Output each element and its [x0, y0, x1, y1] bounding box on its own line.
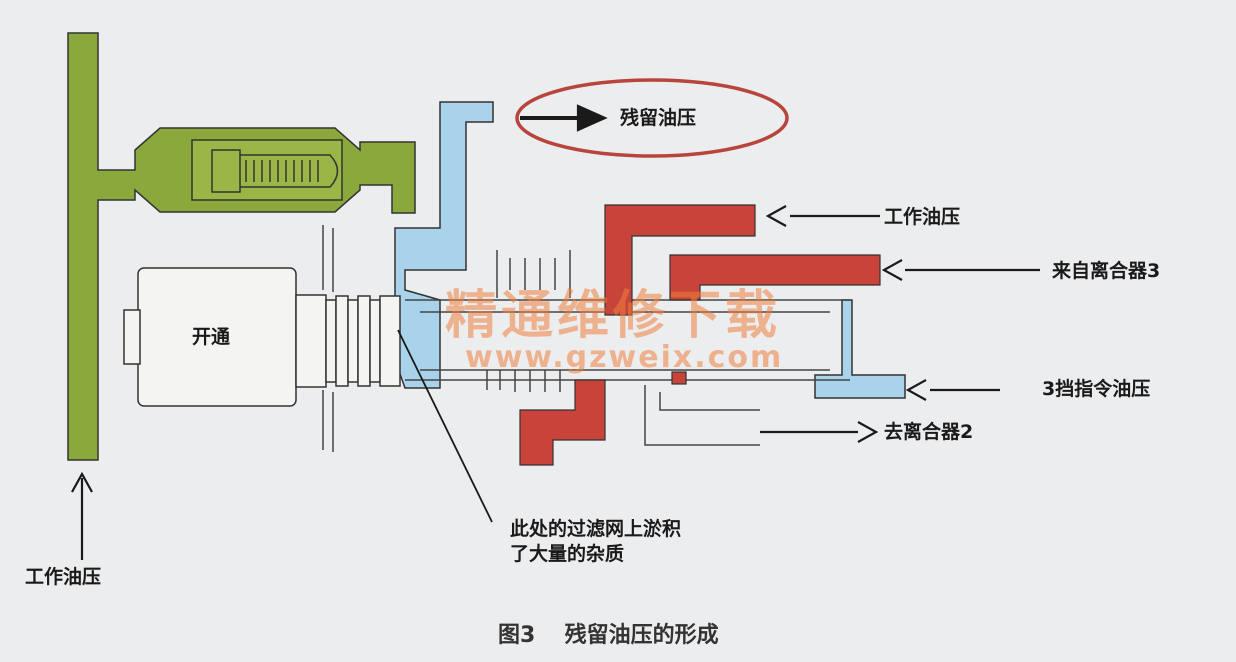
residual-pressure-highlight [515, 78, 789, 158]
working-pressure-left-label: 工作油压 [25, 566, 102, 588]
solenoid-open-label: 开通 [192, 326, 231, 348]
clutch-passages [519, 204, 881, 466]
residual-pressure-passage [394, 101, 906, 399]
residual-pressure-label: 残留油压 [620, 107, 697, 129]
figure-title: 残留油压的形成 [564, 623, 719, 648]
filter-note-line1: 此处的过滤网上淤积 [510, 518, 682, 540]
arrows [71, 104, 1040, 560]
gear3-command-pressure-label: 3挡指令油压 [1042, 378, 1151, 400]
working-pressure-right-label: 工作油压 [884, 206, 961, 228]
from-clutch3-label: 来自离合器3 [1052, 260, 1161, 282]
relief-valve [191, 139, 343, 201]
watermark-title: 精通维修下载 [445, 286, 782, 346]
figure-number: 图3 [498, 623, 536, 648]
watermark-url: www.gzweix.com [465, 340, 784, 375]
solenoid [123, 267, 401, 407]
filter-note-line2: 了大量的杂质 [510, 543, 625, 565]
figure-caption: 图3 残留油压的形成 [498, 617, 719, 649]
to-clutch2-label: 去离合器2 [884, 421, 974, 443]
